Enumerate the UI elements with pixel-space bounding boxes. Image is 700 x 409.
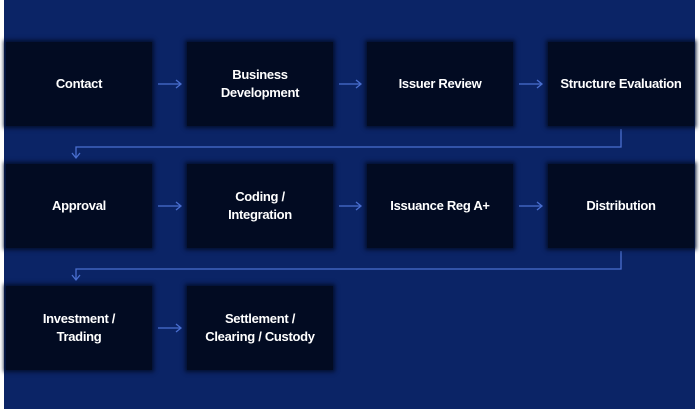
- step-box-1: Contact: [6, 42, 152, 126]
- step-label: Contact: [55, 76, 103, 91]
- step-label: Approval: [52, 198, 106, 213]
- wrap-connector: [75, 129, 622, 158]
- step-label: Business Development: [220, 67, 300, 100]
- arrow-head-right: [175, 79, 183, 89]
- step-box-2: Business Development: [187, 42, 333, 126]
- step-label: Distribution: [586, 198, 656, 213]
- arrow-head-right: [536, 79, 544, 89]
- step-box-5: Approval: [6, 164, 152, 248]
- step-label: Issuer Review: [398, 76, 482, 91]
- arrow-head-down: [71, 152, 81, 160]
- arrow-head-right: [355, 79, 363, 89]
- step-box-7: Issuance Reg A+: [367, 164, 513, 248]
- arrow-head-right: [175, 323, 183, 333]
- step-label: Issuance Reg A+: [390, 198, 490, 213]
- step-label: Investment / Trading: [42, 311, 116, 344]
- arrow-head-right: [175, 201, 183, 211]
- arrow-head-right: [355, 201, 363, 211]
- wrap-connector: [75, 251, 622, 280]
- arrow-head-down: [71, 274, 81, 282]
- step-label: Structure Evaluation: [560, 76, 682, 91]
- step-box-6: Coding / Integration: [187, 164, 333, 248]
- step-box-4: Structure Evaluation: [548, 42, 694, 126]
- step-box-10: Settlement / Clearing / Custody: [187, 286, 333, 370]
- step-box-3: Issuer Review: [367, 42, 513, 126]
- step-label: Coding / Integration: [228, 189, 292, 222]
- step-label: Settlement / Clearing / Custody: [205, 311, 315, 344]
- step-box-8: Distribution: [548, 164, 694, 248]
- arrow-head-right: [536, 201, 544, 211]
- step-box-9: Investment / Trading: [6, 286, 152, 370]
